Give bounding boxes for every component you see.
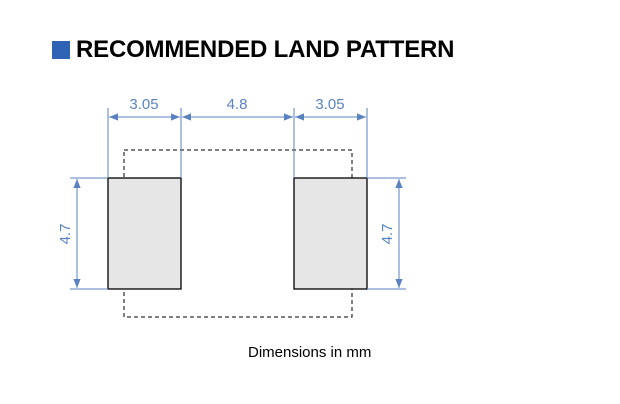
left-pad [107, 177, 182, 290]
section-title: RECOMMENDED LAND PATTERN [76, 36, 455, 63]
right-pad [293, 177, 368, 290]
blue-square-icon [52, 41, 70, 59]
left-pad-width-label: 3.05 [129, 96, 158, 113]
left-pad-height-label: 4.7 [57, 224, 74, 245]
top-extension-lines [107, 108, 368, 178]
right-pad-height-label: 4.7 [379, 224, 396, 245]
side-dimension-lines [73, 179, 403, 288]
pad-gap-label: 4.8 [227, 96, 248, 113]
units-caption: Dimensions in mm [248, 344, 372, 361]
section-header: RECOMMENDED LAND PATTERN [52, 35, 455, 65]
right-pad-width-label: 3.05 [315, 96, 344, 113]
side-extension-lines [70, 177, 406, 290]
